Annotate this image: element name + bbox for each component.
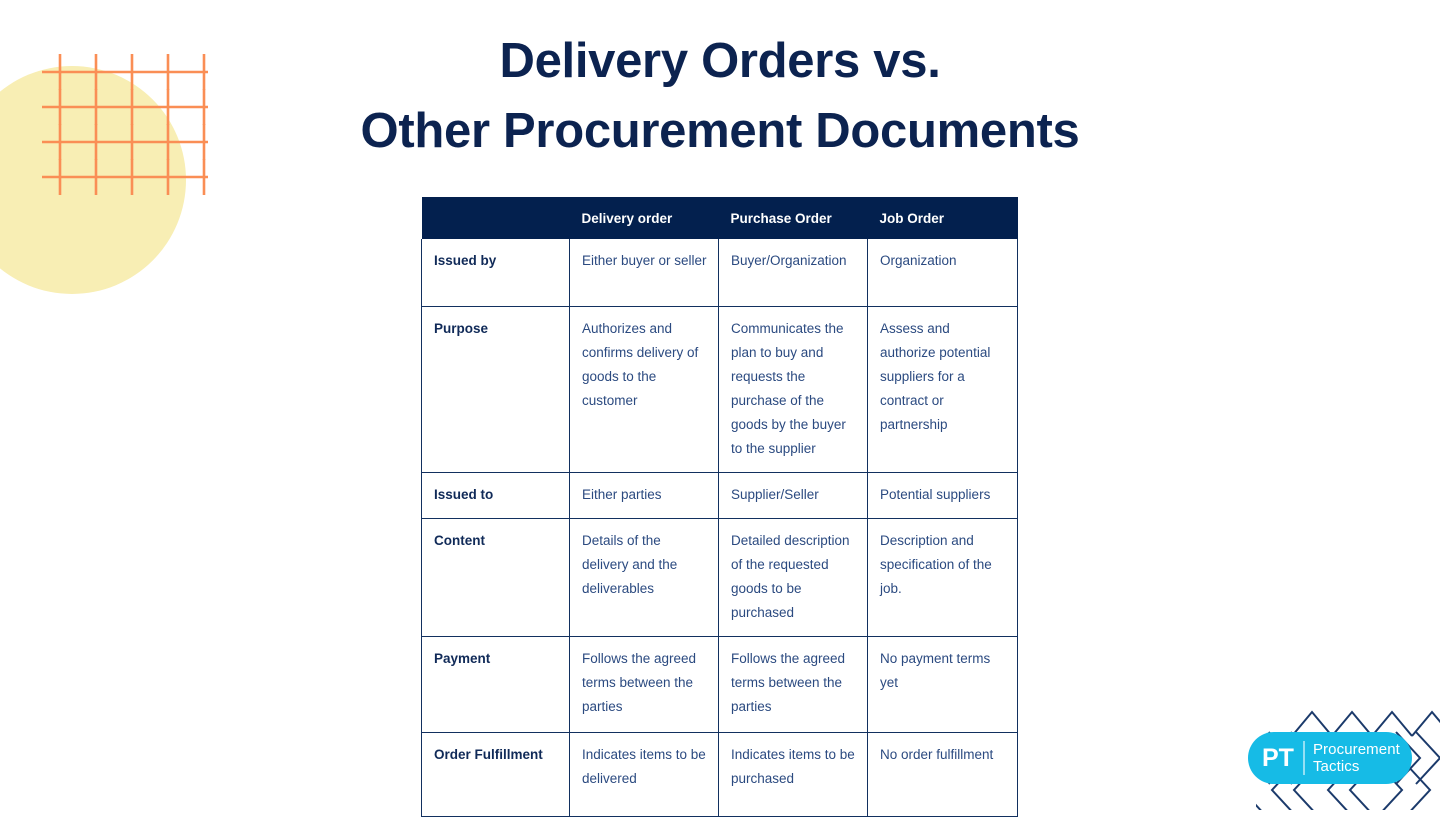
table-row: Issued by Either buyer or seller Buyer/O… <box>421 239 1018 307</box>
column-header-delivery-order: Delivery order <box>569 197 719 239</box>
cross-grid-icon <box>42 54 208 195</box>
table-row: Content Details of the delivery and the … <box>421 518 1018 637</box>
cell-payment-job-order: No payment terms yet <box>867 636 1018 733</box>
table-row: Purpose Authorizes and confirms delivery… <box>421 306 1018 473</box>
page-title-line-1: Delivery Orders vs. <box>499 34 941 88</box>
row-label-issued-by: Issued by <box>421 239 570 307</box>
cell-content-purchase-order: Detailed description of the requested go… <box>718 518 868 637</box>
row-label-content: Content <box>421 518 570 637</box>
cell-issued-to-purchase-order: Supplier/Seller <box>718 472 868 519</box>
table-header: Delivery order Purchase Order Job Order <box>421 197 1018 239</box>
logo-divider <box>1302 741 1305 775</box>
cell-payment-delivery-order: Follows the agreed terms between the par… <box>569 636 719 733</box>
column-header-blank <box>421 197 570 239</box>
column-header-job-order: Job Order <box>867 197 1018 239</box>
logo-wordmark-line-2: Tactics <box>1312 758 1360 775</box>
cell-payment-purchase-order: Follows the agreed terms between the par… <box>718 636 868 733</box>
logo-pill: PT Procurement Tactics <box>1248 732 1412 784</box>
table-body: Issued by Either buyer or seller Buyer/O… <box>421 239 1018 817</box>
cell-order-fulfillment-purchase-order: Indicates items to be purchased <box>718 732 868 817</box>
row-label-purpose: Purpose <box>421 306 570 473</box>
decorative-cross-grid <box>38 52 208 198</box>
row-label-payment: Payment <box>421 636 570 733</box>
logo-wordmark: Procurement Tactics <box>1313 741 1400 775</box>
cell-issued-by-job-order: Organization <box>867 239 1018 307</box>
logo-monogram: PT <box>1262 743 1294 772</box>
row-label-issued-to: Issued to <box>421 472 570 519</box>
cell-order-fulfillment-delivery-order: Indicates items to be delivered <box>569 732 719 817</box>
cell-issued-by-purchase-order: Buyer/Organization <box>718 239 868 307</box>
cell-content-delivery-order: Details of the delivery and the delivera… <box>569 518 719 637</box>
table-row: Payment Follows the agreed terms between… <box>421 636 1018 733</box>
cell-purpose-job-order: Assess and authorize potential suppliers… <box>867 306 1018 473</box>
column-header-purchase-order: Purchase Order <box>718 197 868 239</box>
cell-issued-to-delivery-order: Either parties <box>569 472 719 519</box>
table-row: Issued to Either parties Supplier/Seller… <box>421 472 1018 519</box>
cell-purpose-purchase-order: Communicates the plan to buy and request… <box>718 306 868 473</box>
cell-order-fulfillment-job-order: No order fulfillment <box>867 732 1018 817</box>
table-row: Order Fulfillment Indicates items to be … <box>421 732 1018 817</box>
decorative-yellow-circle <box>0 66 186 294</box>
table-header-row: Delivery order Purchase Order Job Order <box>421 197 1018 239</box>
brand-logo: PT Procurement Tactics <box>1248 706 1440 810</box>
page-title: Delivery Orders vs. Other Procurement Do… <box>0 26 1440 166</box>
cell-issued-to-job-order: Potential suppliers <box>867 472 1018 519</box>
cell-content-job-order: Description and specification of the job… <box>867 518 1018 637</box>
cell-issued-by-delivery-order: Either buyer or seller <box>569 239 719 307</box>
page-title-line-2: Other Procurement Documents <box>360 104 1080 158</box>
cell-purpose-delivery-order: Authorizes and confirms delivery of good… <box>569 306 719 473</box>
comparison-table: Delivery order Purchase Order Job Order … <box>421 197 1018 817</box>
row-label-order-fulfillment: Order Fulfillment <box>421 732 570 817</box>
logo-wordmark-line-1: Procurement <box>1312 741 1400 758</box>
